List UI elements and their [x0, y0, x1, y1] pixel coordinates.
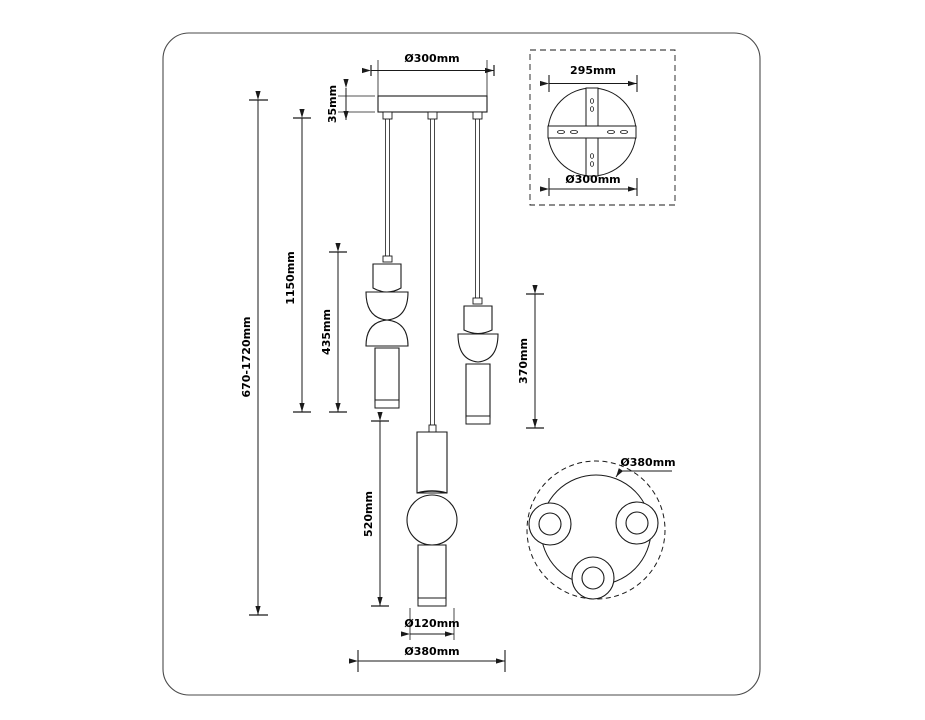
bottom-plan-view: Ø380mm [526, 456, 676, 600]
rounded-frame [162, 32, 761, 696]
canopy-thickness-label: 35mm [326, 85, 339, 123]
pendant-body-diameter-label: Ø120mm [404, 617, 459, 630]
ceiling-plate-detail-view: 295mm Ø300mm [529, 49, 676, 206]
bottom-spread-diameter-dimension: Ø380mm [349, 645, 506, 672]
left-pendant [365, 255, 409, 409]
right-pendant-height-label: 370mm [517, 338, 530, 384]
right-pendant [457, 297, 499, 425]
mount-plate-span-label: 295mm [570, 64, 616, 77]
canopy-diameter-label: Ø300mm [404, 52, 459, 65]
overall-drop-dimension: 670-1720mm [240, 91, 268, 616]
pendant-body-diameter-dimension: Ø120mm [401, 608, 460, 640]
left-pendant-height-dimension: 435mm [320, 243, 347, 413]
suspension-cables [385, 119, 480, 425]
canopy-diameter-dimension: Ø300mm [362, 52, 495, 96]
cable-drop-dimension: 1150mm [284, 109, 311, 413]
mount-plate-diameter-label: Ø300mm [565, 173, 620, 186]
plan-spread-diameter-label: Ø380mm [620, 456, 675, 469]
left-pendant-height-label: 435mm [320, 309, 333, 355]
canopy-thickness-dimension: 35mm [326, 79, 375, 123]
middle-pendant-height-dimension: 520mm [362, 412, 389, 607]
canopy-elevation [377, 95, 488, 120]
middle-pendant-height-label: 520mm [362, 491, 375, 537]
overall-drop-label: 670-1720mm [240, 316, 253, 397]
cable-drop-label: 1150mm [284, 251, 297, 305]
middle-pendant [406, 424, 458, 607]
right-pendant-height-dimension: 370mm [517, 285, 544, 429]
bottom-spread-diameter-label: Ø380mm [404, 645, 459, 658]
